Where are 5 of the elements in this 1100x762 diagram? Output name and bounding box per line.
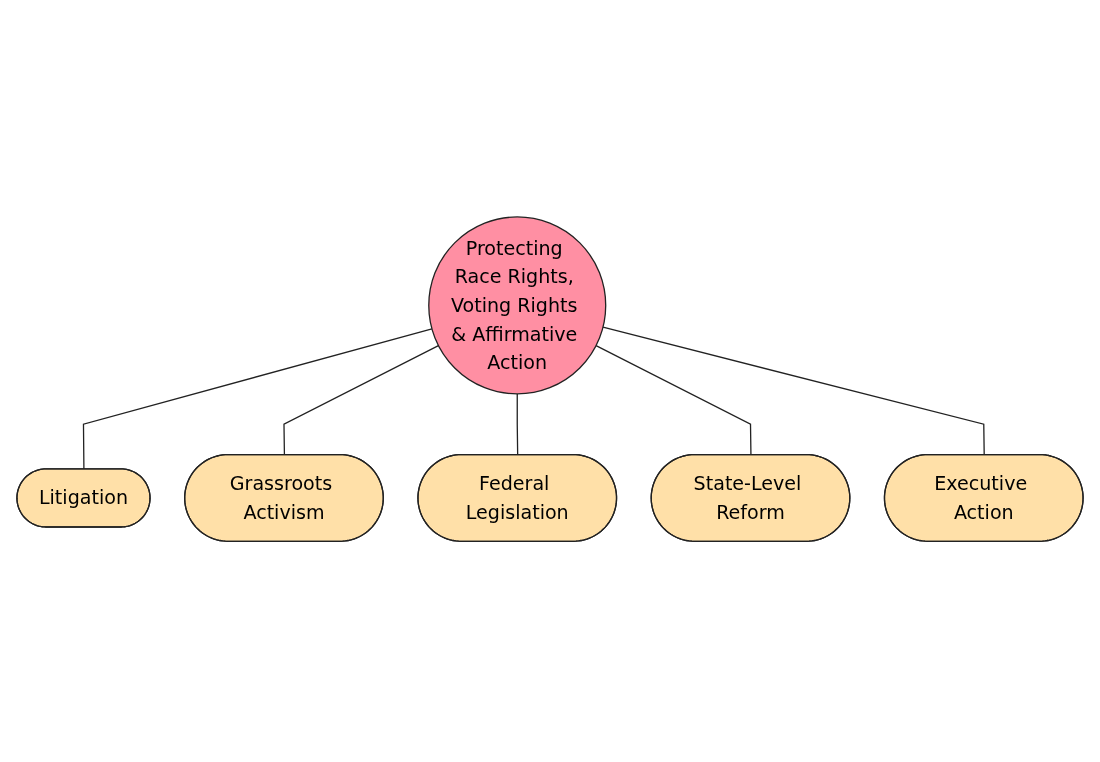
connector bbox=[602, 326, 985, 456]
node-circle: Protecting Race Rights, Voting Rights & Affirmative Action bbox=[428, 216, 607, 395]
connector bbox=[82, 328, 433, 470]
connector bbox=[516, 393, 519, 456]
connector bbox=[595, 344, 752, 456]
